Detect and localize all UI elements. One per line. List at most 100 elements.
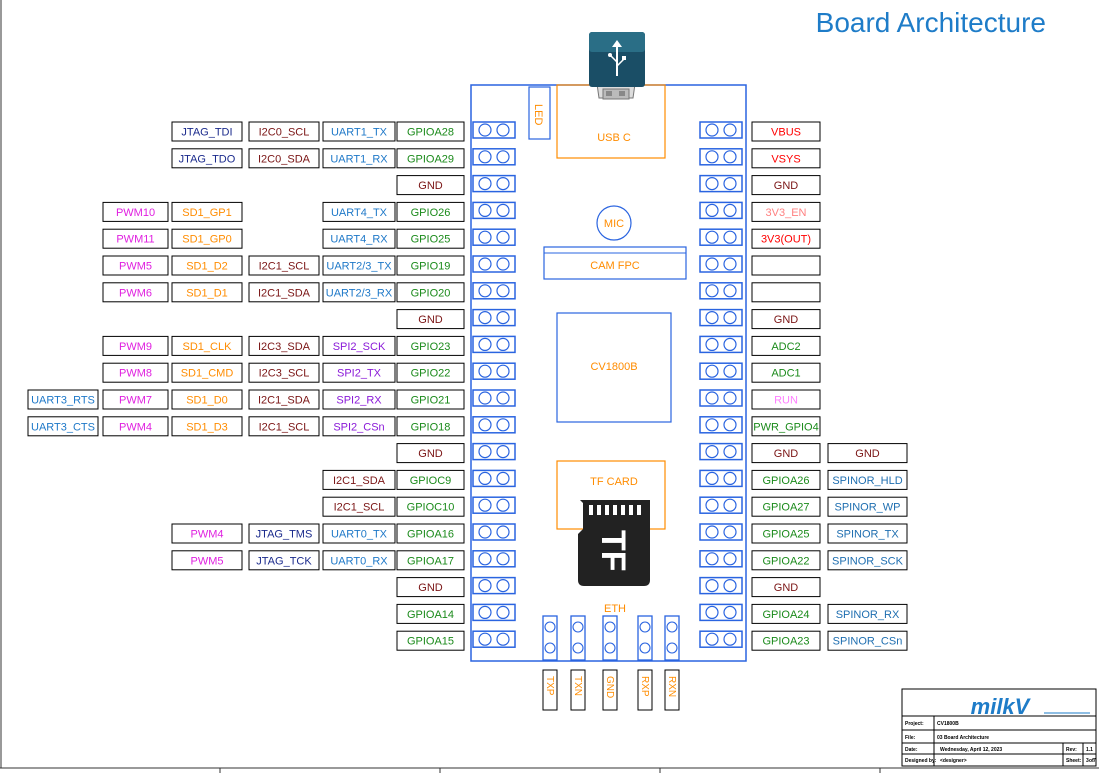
right-pin-label: GPIOA25 <box>762 529 809 541</box>
left-func-label-box <box>248 255 320 276</box>
designed-label: Designed by: <box>905 758 937 764</box>
right-pin-label-box <box>751 496 821 517</box>
usb-drive-icon <box>589 32 645 100</box>
left-gpio-label-box <box>396 201 465 222</box>
left-func-label-box <box>171 550 243 571</box>
left-gpio-label-box <box>396 121 465 142</box>
header-pin-pair <box>699 389 743 407</box>
right-pin-label-box <box>751 228 821 249</box>
right-pin-label-box <box>751 630 821 651</box>
left-gpio-label-box <box>396 282 465 303</box>
left-func-label-box <box>322 362 396 383</box>
eth-pin-label: RXN <box>666 676 677 697</box>
header-pin-pair <box>699 603 743 622</box>
left-func-label-box <box>248 148 320 169</box>
left-func-label: SD1_D2 <box>186 261 228 273</box>
left-gnd-label-box <box>396 309 465 330</box>
right-pin-label-box <box>751 443 821 464</box>
left-func-label: PWM4 <box>119 421 152 433</box>
title-block: milkV Project: CV1800B File: 03 Board Ar… <box>901 688 1097 767</box>
right-pin-label-box <box>751 121 821 142</box>
right-func-label-box <box>827 496 908 517</box>
right-func-label-box <box>827 603 908 624</box>
left-func-label: I2C0_SDA <box>258 153 311 165</box>
left-gpio-label-box <box>396 389 465 410</box>
file-value: 03 Board Architecture <box>937 735 989 741</box>
left-func-label-box <box>102 201 169 222</box>
left-func-label: I2C1_SCL <box>259 421 310 433</box>
date-label: Date: <box>905 747 918 753</box>
right-row: VBUS <box>699 121 821 142</box>
left-func-label: SD1_D1 <box>186 287 228 299</box>
left-func-label-box <box>248 389 320 410</box>
left-func-label: PWM4 <box>191 529 224 541</box>
left-func-label-box <box>171 523 243 544</box>
right-pin-label-box <box>751 469 821 490</box>
left-func-label: SPI2_CSn <box>333 421 384 433</box>
right-func-label-box <box>827 469 908 490</box>
left-func-label-box <box>322 228 396 249</box>
left-func-label-box <box>171 201 243 222</box>
left-func-label: SPI2_RX <box>336 395 382 407</box>
left-func-label: UART1_TX <box>331 127 388 139</box>
left-gpio-label-box <box>396 603 465 624</box>
rev-value: 1.1 <box>1086 747 1093 753</box>
right-pin-label: PWR_GPIO4 <box>753 421 818 433</box>
header-pin-pair <box>699 362 743 380</box>
right-pin-label-box <box>751 282 821 303</box>
left-func-label: PWM10 <box>116 207 155 219</box>
of-label: of <box>1089 758 1094 764</box>
right-pin-label-box <box>751 603 821 624</box>
date-value: Wednesday, April 12, 2023 <box>940 747 1002 753</box>
left-row: GPIO18SPI2_CSnI2C1_SCLSD1_D3PWM4UART3_CT… <box>27 416 516 437</box>
left-gnd-label: GND <box>418 582 443 594</box>
right-pin-label: RUN <box>774 395 798 407</box>
left-gpio-label: GPIOA29 <box>407 153 454 165</box>
left-func-label-box <box>322 121 396 142</box>
left-func-label-box <box>171 335 243 356</box>
left-func-label: SD1_D3 <box>186 421 228 433</box>
left-func-label-box <box>322 335 396 356</box>
left-func-label: UART3_RTS <box>31 395 95 407</box>
right-pin-label: ADC1 <box>771 368 800 380</box>
right-func-label: SPINOR_RX <box>836 609 900 621</box>
right-row: 3V3_EN <box>699 201 821 222</box>
led-box <box>528 86 551 140</box>
right-row: PWR_GPIO4 <box>699 416 821 437</box>
eth-pin: TXP <box>542 615 558 711</box>
right-pin-label: GPIOA24 <box>762 609 809 621</box>
right-pin-label: GND <box>774 180 799 192</box>
left-row: GND <box>396 174 516 196</box>
left-func-label: PWM6 <box>119 287 152 299</box>
right-func-label-box <box>827 443 908 464</box>
right-pin-label: GND <box>774 314 799 326</box>
left-gpio-label: GPIOA17 <box>407 555 454 567</box>
left-func-label-box <box>322 201 396 222</box>
header-pin-pair <box>472 523 516 541</box>
right-pin-label: GPIOA26 <box>762 475 809 487</box>
right-pin-label-box <box>751 416 821 437</box>
left-gnd-label-box <box>396 443 465 464</box>
header-pin-pair <box>472 389 516 407</box>
header-pin-pair <box>472 550 516 568</box>
tf-card-label: TF CARD <box>590 476 638 488</box>
left-func-label-box <box>171 228 243 249</box>
soc-box <box>556 312 672 423</box>
left-func-label-box <box>248 523 320 544</box>
left-func-label: JTAG_TMS <box>256 529 313 541</box>
left-func-label-box <box>322 282 396 303</box>
left-func-label: SD1_CLK <box>183 341 233 353</box>
eth-pin: RXP <box>637 615 653 711</box>
right-pin-label: GPIOA22 <box>762 555 809 567</box>
header-pin-pair <box>699 469 743 488</box>
header-pin-pair <box>699 576 743 595</box>
left-gpio-label-box <box>396 523 465 544</box>
left-func-label: SD1_CMD <box>181 368 234 380</box>
